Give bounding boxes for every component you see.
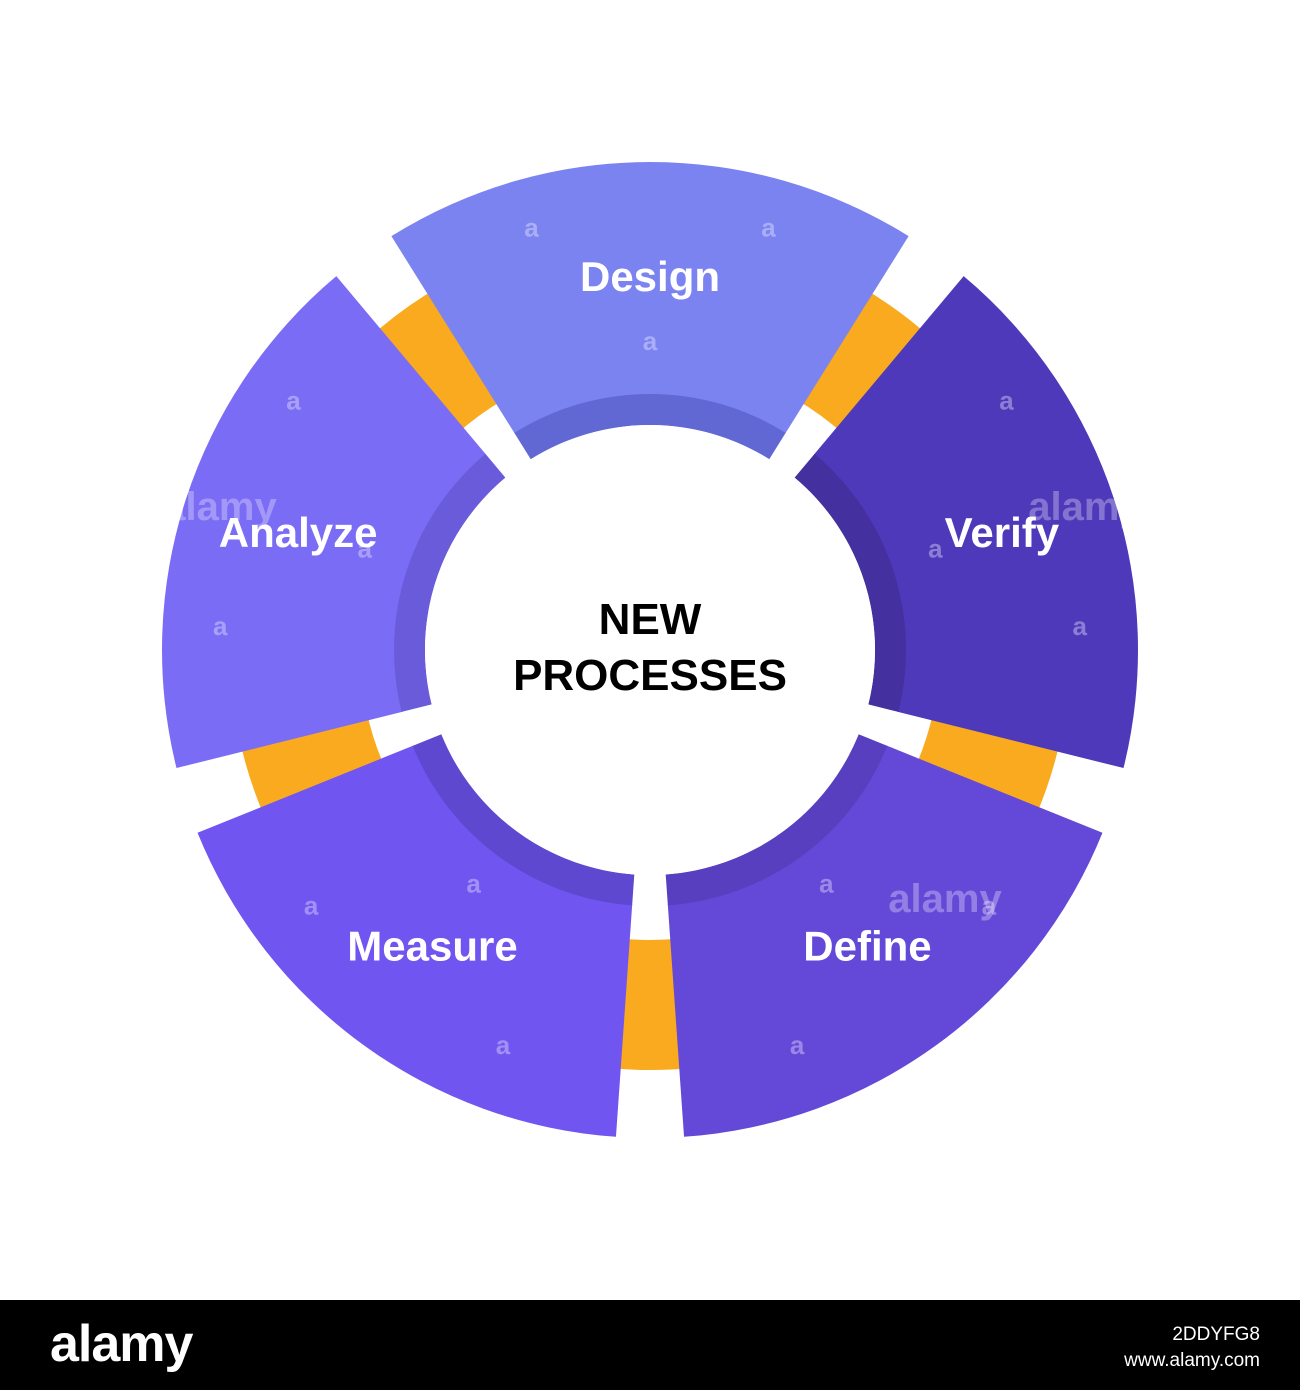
watermark-letter: a — [982, 891, 997, 921]
watermark-letter: a — [1073, 611, 1088, 641]
segment-verify — [813, 276, 1138, 769]
watermark-word: alamy — [163, 485, 277, 529]
footer-info: 2DDYFG8 www.alamy.com — [1124, 1322, 1260, 1374]
center-label-line-1: NEW — [599, 595, 702, 644]
segment-label-verify: Verify — [945, 509, 1060, 556]
connector-1 — [795, 286, 932, 435]
segment-label-define: Define — [803, 922, 931, 969]
watermark-letter: a — [761, 213, 776, 243]
watermark-letter: a — [213, 611, 228, 641]
footer-logo: alamy — [50, 1315, 193, 1373]
watermark-letter: a — [496, 1030, 511, 1060]
watermark-word: alamy — [888, 877, 1002, 921]
footer-bar: alamy 2DDYFG8 www.alamy.com — [0, 1300, 1300, 1390]
segment-inner-ring-analyze — [394, 453, 506, 712]
segment-label-design: Design — [580, 253, 720, 300]
segment-analyze — [161, 276, 487, 769]
watermark-letter: a — [466, 869, 481, 899]
segment-measure — [197, 745, 633, 1137]
watermark-letter: a — [928, 533, 943, 563]
connector-3 — [606, 938, 694, 1071]
center-circle — [425, 425, 875, 875]
watermark-letter: a — [286, 386, 301, 416]
segment-label-analyze: Analyze — [219, 509, 378, 556]
watermark-letter: a — [790, 1030, 805, 1060]
watermark-letter: a — [643, 326, 658, 356]
segment-inner-ring-verify — [794, 453, 906, 712]
watermark-letter: a — [819, 869, 834, 899]
segment-inner-ring-measure — [412, 734, 635, 906]
segment-define — [667, 745, 1103, 1137]
watermark-letter: a — [524, 213, 539, 243]
segment-inner-ring-define — [665, 734, 888, 906]
watermark-word: alamy — [1028, 485, 1142, 529]
connector-5 — [368, 286, 505, 435]
image-id: 2DDYFG8 — [1172, 1324, 1260, 1345]
watermark-letter: a — [304, 891, 319, 921]
watermark-letter: a — [999, 386, 1014, 416]
segment-inner-ring-design — [514, 394, 786, 460]
watermark-letter: a — [357, 533, 372, 563]
segment-label-measure: Measure — [347, 922, 517, 969]
segment-design — [391, 161, 909, 434]
site-url: www.alamy.com — [1124, 1350, 1260, 1371]
center-label-line-2: PROCESSES — [513, 651, 787, 700]
